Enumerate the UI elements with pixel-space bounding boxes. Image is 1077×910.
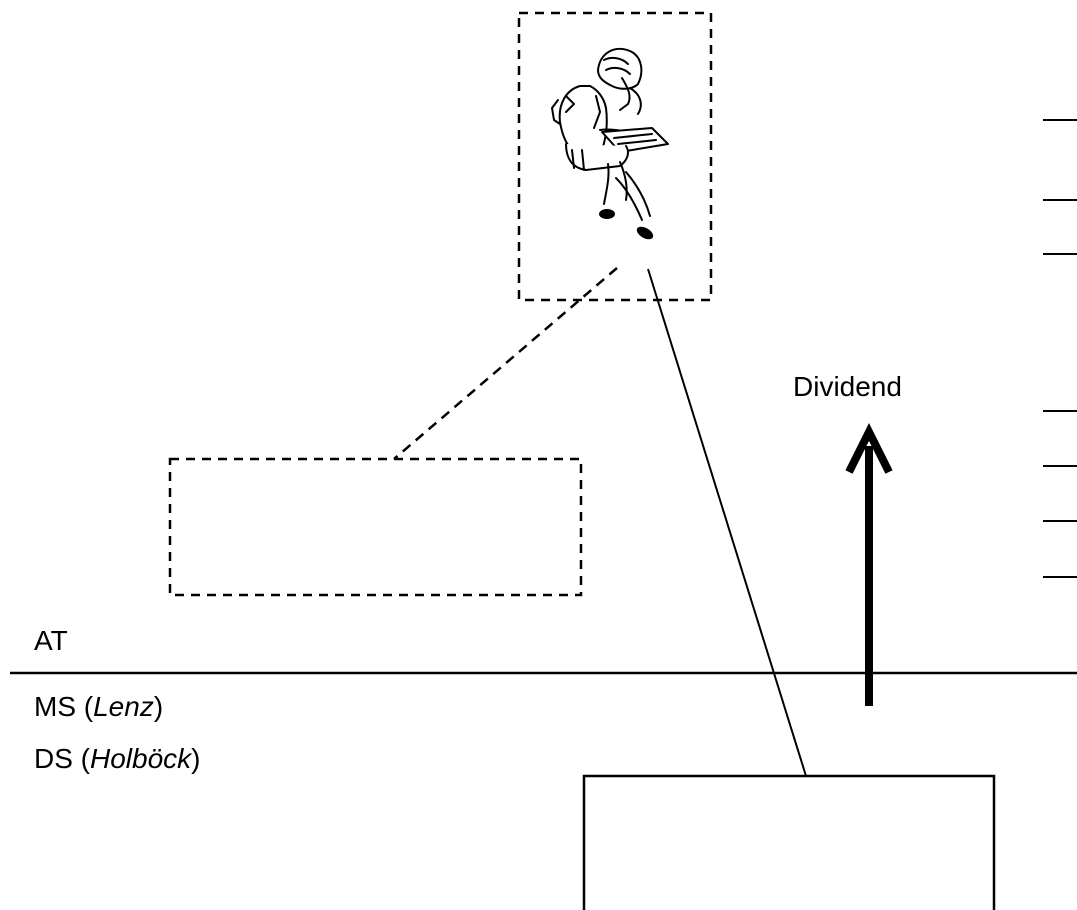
label-ds-suffix: ) bbox=[191, 743, 201, 774]
seated-person-reading-icon bbox=[551, 47, 669, 221]
dashed-connector-line bbox=[393, 267, 618, 460]
label-ms-name: Lenz bbox=[93, 691, 154, 722]
label-ds-holbock: DS (Holböck) bbox=[34, 742, 201, 776]
up-arrow-icon bbox=[845, 423, 893, 706]
dashed-empty-box bbox=[168, 457, 583, 597]
label-ms-suffix: ) bbox=[153, 691, 164, 722]
label-dividend: Dividend bbox=[793, 371, 902, 402]
lower-solid-box bbox=[582, 774, 996, 910]
label-ds-name: Holböck bbox=[90, 743, 192, 774]
left-shoe-icon bbox=[599, 209, 615, 219]
label-ms-prefix: MS ( bbox=[34, 691, 94, 722]
label-at: AT bbox=[34, 625, 68, 656]
solid-connector-line bbox=[647, 268, 807, 777]
label-ms-lenz: MS (Lenz) bbox=[34, 690, 163, 724]
label-ds-prefix: DS ( bbox=[34, 743, 90, 774]
right-shoe-icon bbox=[636, 226, 654, 240]
person-dashed-box bbox=[517, 11, 713, 302]
right-edge-ticks bbox=[1043, 119, 1077, 578]
